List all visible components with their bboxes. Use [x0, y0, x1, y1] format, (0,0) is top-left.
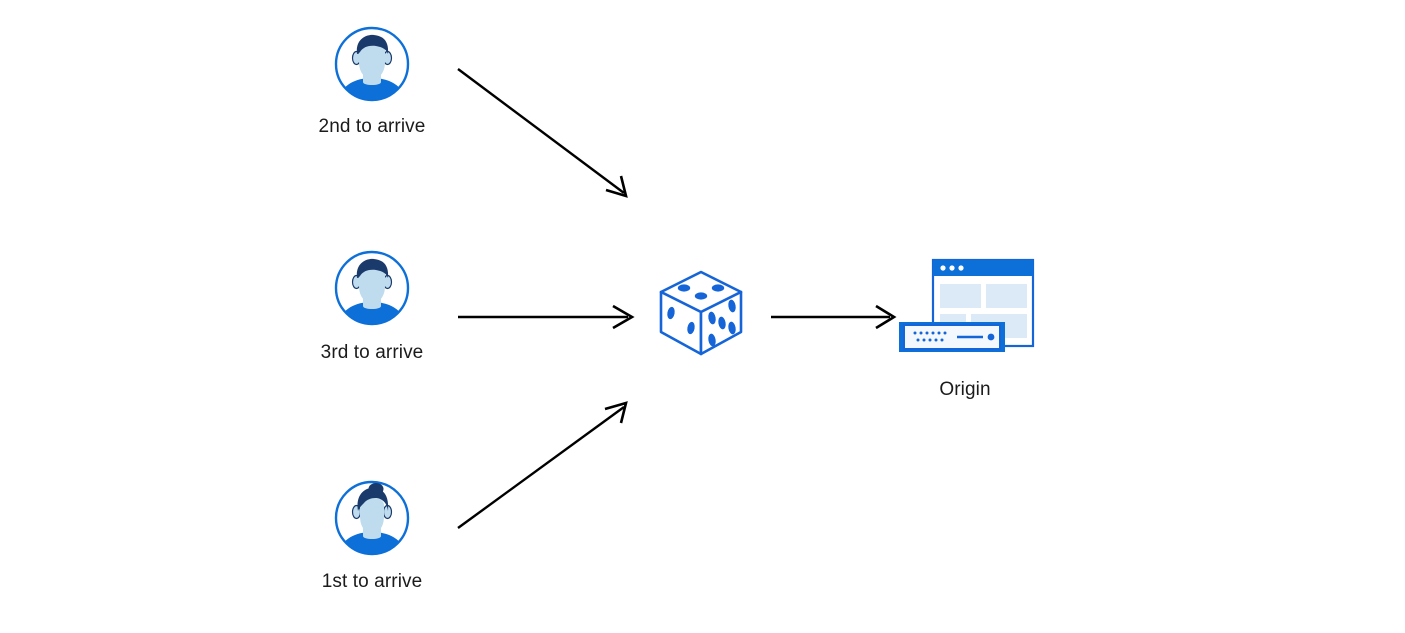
arrow-3rd-to-dice [458, 304, 635, 330]
user-avatar-icon [334, 26, 410, 102]
arrow-1st-to-dice [457, 401, 628, 529]
user-avatar-icon [334, 250, 410, 326]
node-visitor-1st[interactable] [332, 478, 412, 558]
node-origin[interactable] [893, 256, 1038, 362]
node-label-origin: Origin [939, 379, 991, 400]
arrow-2nd-to-dice [457, 68, 628, 198]
node-visitor-2nd[interactable] [332, 24, 412, 104]
node-label-visitor-1st: 1st to arrive [321, 571, 423, 592]
server-device-icon [899, 322, 1005, 352]
dice-icon [659, 270, 743, 356]
node-randomizer[interactable] [655, 266, 747, 360]
origin-server-icon [899, 258, 1035, 352]
node-label-visitor-2nd: 2nd to arrive [318, 116, 426, 137]
node-label-visitor-3rd: 3rd to arrive [320, 342, 424, 363]
arrow-dice-to-origin [771, 304, 897, 330]
node-visitor-3rd[interactable] [332, 248, 412, 328]
user-avatar-icon [334, 480, 410, 556]
